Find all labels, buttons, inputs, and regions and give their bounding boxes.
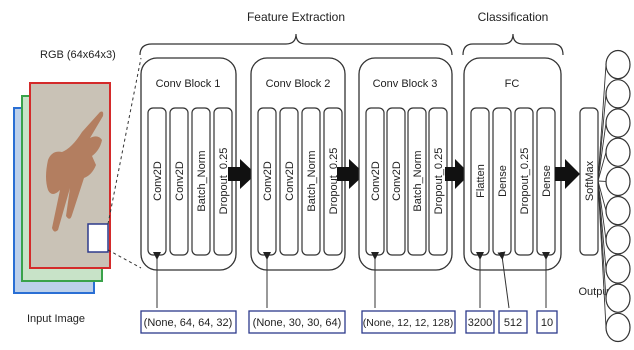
block-arrow-2: [337, 159, 365, 189]
fc-size-box-2: [498, 310, 528, 334]
conv-block-3-title: Conv Block 3: [373, 78, 438, 90]
rgb-label: RGB (64x64x3): [40, 49, 116, 61]
layer-box: [301, 107, 321, 256]
fc-size-text-1: 3200: [468, 317, 492, 329]
output-node: [605, 312, 631, 343]
conv-block-2: Conv Block 2 Conv2D Conv2D Batch_Norm Dr…: [250, 57, 346, 271]
output-node: [605, 166, 631, 197]
conv-block-2-title: Conv Block 2: [266, 78, 331, 90]
layer-box: [514, 107, 534, 256]
shape-connector: [497, 251, 510, 309]
output-fan: [597, 64, 607, 328]
layer-box: [279, 107, 299, 256]
output-node: [605, 79, 631, 109]
fc-size-box-1: [465, 310, 495, 334]
input-photo: [29, 82, 111, 269]
classification-brace: [462, 33, 564, 56]
conv-block-1: Conv Block 1 Conv2D Conv2D Batch_Norm Dr…: [140, 57, 237, 271]
output-node: [605, 49, 631, 80]
conv-block-1-title: Conv Block 1: [156, 78, 221, 90]
block-arrow-3: [445, 159, 470, 189]
shape-box-block-2: [248, 310, 346, 334]
layer-label: Conv2D: [152, 161, 164, 201]
zoom-line-bottom: [107, 249, 142, 269]
layer-label: Batch_Norm: [196, 150, 208, 211]
layer-label: Conv2D: [284, 161, 296, 201]
layer-label: Dropout_0.25: [519, 148, 531, 215]
classification-title: Classification: [478, 10, 549, 24]
fc-size-text-2: 512: [504, 317, 522, 329]
fc-size-box-3: [536, 310, 558, 334]
feature-extraction-title: Feature Extraction: [247, 10, 345, 24]
output-connection: [597, 180, 607, 211]
layer-box: [386, 107, 406, 256]
output-node: [605, 225, 631, 255]
layer-label: Batch_Norm: [306, 150, 318, 211]
output-node: [605, 195, 631, 226]
zoom-line-top: [107, 57, 142, 225]
layer-box: [213, 107, 233, 256]
layer-box: [323, 107, 343, 256]
hand-icon: [46, 111, 104, 232]
output-connection: [597, 152, 607, 182]
output-connection: [597, 180, 607, 328]
shape-text-block-3: (None, 12, 12, 128): [363, 317, 453, 329]
fc-size-text-3: 10: [541, 317, 553, 329]
layer-label: Batch_Norm: [412, 150, 424, 211]
layer-label: Dense: [541, 165, 553, 197]
layer-box: [428, 107, 448, 256]
output-node: [605, 108, 631, 138]
layer-box: [191, 107, 211, 256]
layer-label: Dropout_0.25: [433, 148, 445, 215]
output-node: [605, 137, 631, 167]
shape-text-block-1: (None, 64, 64, 32): [144, 317, 233, 329]
layer-label: Conv2D: [391, 161, 403, 201]
layer-label: Conv2D: [370, 161, 382, 201]
output-node: [605, 283, 631, 313]
softmax-label: SoftMax: [584, 160, 596, 201]
layer-box: [169, 107, 189, 256]
layer-label: Conv2D: [174, 161, 186, 201]
layer-label: Dense: [497, 165, 509, 197]
conv-block-3: Conv Block 3 Conv2D Conv2D Batch_Norm Dr…: [358, 57, 453, 271]
output-node: [605, 254, 631, 284]
layer-label: Conv2D: [262, 161, 274, 201]
layer-label: Dropout_0.25: [218, 148, 230, 215]
shape-box-block-3: [361, 310, 456, 334]
output-connection: [597, 93, 607, 182]
output-connection: [597, 122, 607, 182]
layer-label: Dropout_0.25: [328, 148, 340, 215]
layer-box: [407, 107, 427, 256]
shape-text-block-2: (None, 30, 30, 64): [253, 317, 342, 329]
block-arrow-4: [555, 159, 580, 189]
block-arrow-1: [228, 159, 256, 189]
output-label: Output: [578, 286, 611, 298]
output-nodes: [605, 49, 631, 343]
fc-title: FC: [505, 78, 520, 90]
input-caption: Input Image: [27, 313, 85, 325]
layer-label: Flatten: [475, 164, 487, 198]
feature-extraction-brace: [139, 33, 453, 56]
fc-block: FC Flatten Dense Dropout_0.25 Dense: [463, 57, 562, 271]
shape-box-block-1: [140, 310, 237, 334]
